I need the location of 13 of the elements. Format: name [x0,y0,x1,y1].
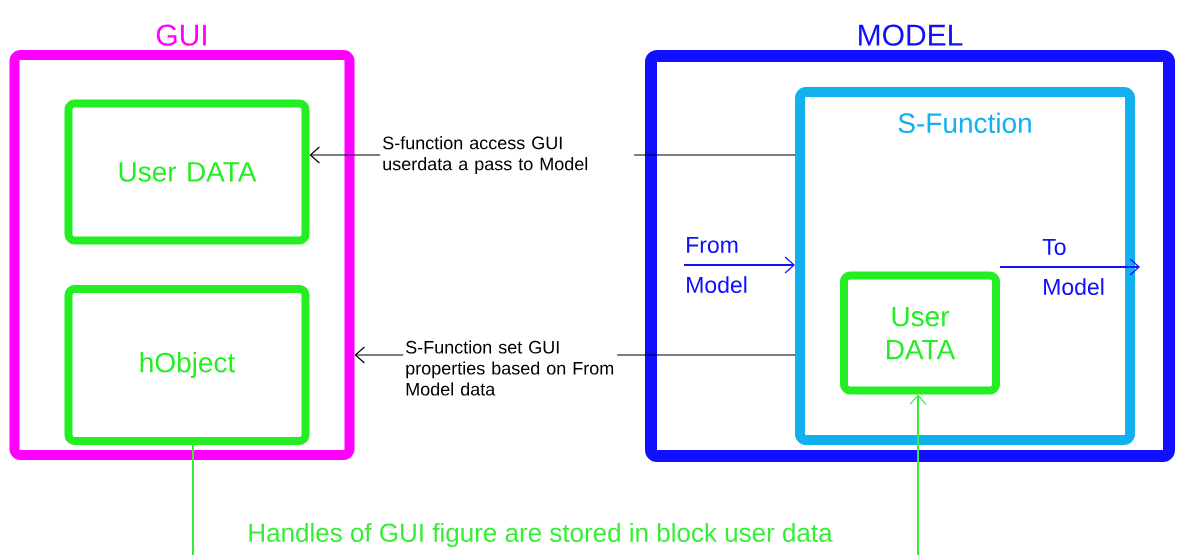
edge-label: To Model [1042,239,1104,295]
data-box: User DATA [64,99,310,245]
edge-label: S-Function set GUI properties based on From Model data [403,338,618,398]
node-label: MODEL [859,24,963,46]
edge-label: From Model [687,237,747,293]
arrow [999,258,1140,276]
arrow [683,256,795,274]
object-box: hObject [64,285,310,445]
data-box: User DATA [840,271,1000,395]
node-label: GUI [156,24,206,46]
arrow [909,394,927,555]
edge-label: S-function access GUI userdata a pass to Model [380,134,635,176]
note-text: Handles of GUI figure are stored in block user data [249,522,833,548]
